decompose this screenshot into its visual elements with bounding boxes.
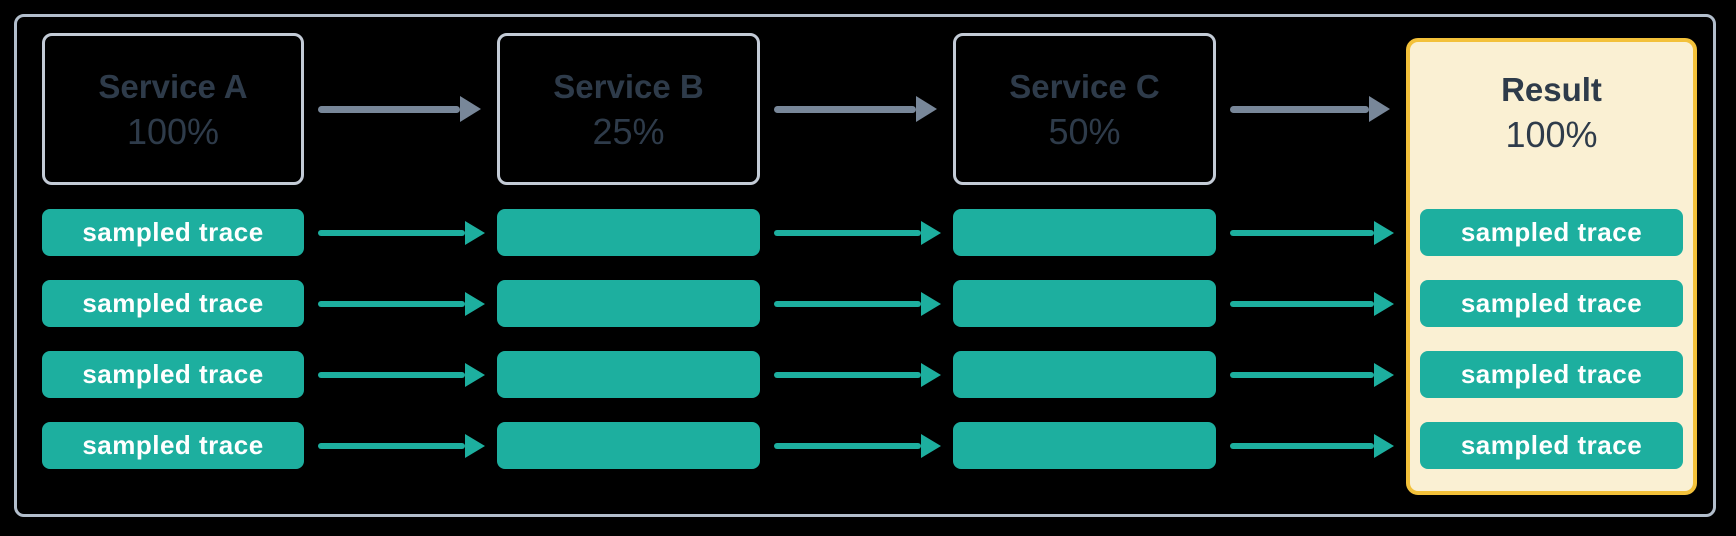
trace-pill-label: sampled trace: [82, 288, 264, 318]
trace-pill: [497, 209, 760, 256]
sampling-rate: 50%: [1048, 111, 1121, 152]
trace-arrow-icon: [304, 280, 497, 327]
service-box-c: Service C 50%: [953, 33, 1216, 185]
trace-pill: sampled trace: [1420, 280, 1683, 327]
trace-arrow-icon: [760, 209, 953, 256]
arrow-shaft: [318, 371, 465, 378]
trace-pill: sampled trace: [1420, 209, 1683, 256]
flow-arrow-icon: [304, 33, 497, 185]
arrow-shaft: [318, 229, 465, 236]
result-box: [1406, 38, 1697, 495]
trace-arrow-icon: [760, 351, 953, 398]
trace-pill: [497, 351, 760, 398]
trace-pill: [953, 280, 1216, 327]
arrow-head: [465, 362, 485, 387]
arrow-head: [1374, 220, 1394, 245]
trace-pill-label: sampled trace: [82, 217, 264, 247]
diagram-frame: Service A 100% Service B 25% Service C 5…: [14, 14, 1716, 517]
diagram-grid: Service A 100% Service B 25% Service C 5…: [17, 17, 1713, 514]
arrow-head: [465, 291, 485, 316]
sampling-rate: 25%: [592, 111, 665, 152]
service-box-b: Service B 25%: [497, 33, 760, 185]
trace-pill-label: sampled trace: [1460, 430, 1643, 460]
trace-arrow-icon: [1216, 351, 1406, 398]
trace-pill: [953, 209, 1216, 256]
trace-arrow-icon: [760, 280, 953, 327]
arrow-head: [921, 362, 941, 387]
service-name: Service A: [98, 68, 248, 105]
trace-pill: [497, 280, 760, 327]
trace-pill: sampled trace: [42, 422, 304, 469]
arrow-head: [1369, 96, 1390, 122]
arrow-shaft: [1230, 105, 1369, 113]
service-box-a: Service A 100%: [42, 33, 304, 185]
arrow-head: [460, 96, 481, 122]
trace-pill: sampled trace: [42, 280, 304, 327]
arrow-shaft: [318, 442, 465, 449]
trace-pill-label: sampled trace: [82, 430, 264, 460]
trace-pill: sampled trace: [42, 351, 304, 398]
arrow-shaft: [318, 105, 460, 113]
arrow-shaft: [1230, 371, 1374, 378]
trace-pill-label: sampled trace: [1460, 217, 1643, 247]
trace-pill-label: sampled trace: [1460, 359, 1643, 389]
trace-pill: [953, 422, 1216, 469]
arrow-head: [465, 220, 485, 245]
sampling-rate: 100%: [126, 111, 220, 152]
arrow-shaft: [1230, 229, 1374, 236]
trace-pill-label: sampled trace: [82, 359, 264, 389]
arrow-head: [916, 96, 937, 122]
arrow-shaft: [774, 300, 921, 307]
result-rate: 100%: [1505, 113, 1598, 155]
arrow-shaft: [1230, 442, 1374, 449]
trace-arrow-icon: [304, 351, 497, 398]
result-title: Result 100%: [1406, 38, 1697, 185]
arrow-head: [1374, 291, 1394, 316]
trace-pill: [497, 422, 760, 469]
result-name: Result: [1501, 70, 1602, 108]
trace-pill: sampled trace: [1420, 422, 1683, 469]
arrow-head: [921, 220, 941, 245]
trace-arrow-icon: [304, 422, 497, 469]
arrow-shaft: [318, 300, 465, 307]
arrow-head: [921, 291, 941, 316]
arrow-head: [1374, 433, 1394, 458]
flow-arrow-icon: [760, 33, 953, 185]
arrow-shaft: [774, 442, 921, 449]
flow-arrow-icon: [1216, 33, 1406, 185]
arrow-shaft: [774, 371, 921, 378]
trace-arrow-icon: [304, 209, 497, 256]
trace-pill: sampled trace: [42, 209, 304, 256]
arrow-head: [1374, 362, 1394, 387]
trace-pill-label: sampled trace: [1460, 288, 1643, 318]
trace-arrow-icon: [1216, 422, 1406, 469]
trace-arrow-icon: [1216, 280, 1406, 327]
arrow-head: [921, 433, 941, 458]
service-name: Service B: [553, 68, 704, 105]
trace-pill: [953, 351, 1216, 398]
trace-pill: sampled trace: [1420, 351, 1683, 398]
trace-arrow-icon: [1216, 209, 1406, 256]
arrow-shaft: [774, 105, 916, 113]
arrow-shaft: [1230, 300, 1374, 307]
service-name: Service C: [1009, 68, 1160, 105]
trace-arrow-icon: [760, 422, 953, 469]
arrow-head: [465, 433, 485, 458]
arrow-shaft: [774, 229, 921, 236]
